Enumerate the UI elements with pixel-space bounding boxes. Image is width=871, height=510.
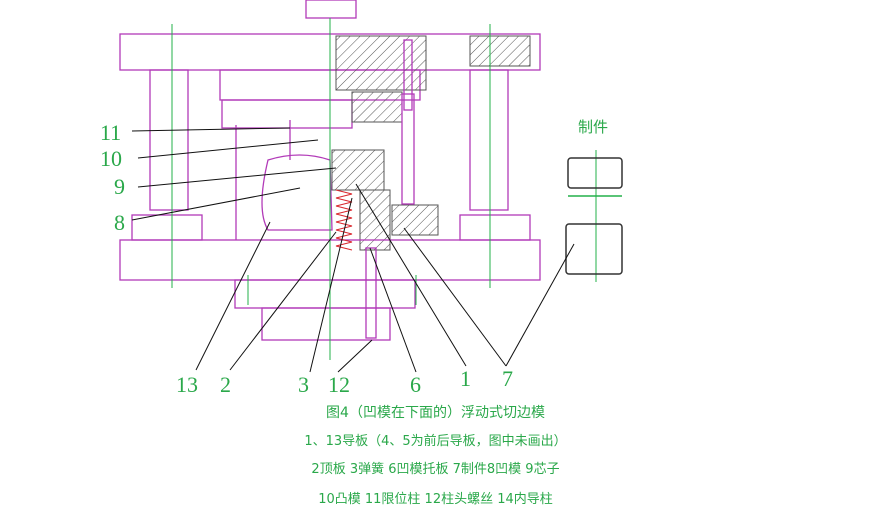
label-9: 9 (114, 174, 125, 199)
punch-outline (261, 154, 333, 231)
hatch-upper-block (335, 35, 427, 91)
right-guide-bushing (459, 214, 531, 241)
column-screw (365, 247, 377, 339)
label-8: 8 (114, 210, 125, 235)
legend-line-3: 10凸模 11限位柱 12柱头螺丝 14内导柱 (318, 492, 553, 507)
upper-screw (403, 39, 413, 111)
bottom-block (261, 307, 391, 341)
part-top-view (567, 157, 623, 189)
lower-block (234, 279, 416, 309)
spring (335, 189, 353, 251)
inner-guide-post (401, 93, 415, 205)
figure-title: 图4（凹模在下面的）浮动式切边模 (326, 405, 545, 421)
stripper-block (221, 99, 353, 129)
hatched-sections (331, 35, 531, 251)
legend-line-1: 1、13导板（4、5为前后导板，图中未画出） (304, 434, 567, 449)
left-guide-post (149, 69, 189, 211)
label-11: 11 (100, 120, 121, 145)
legend-line-2: 2顶板 3弹簧 6凹模托板 7制件8凹模 9芯子 (311, 462, 560, 477)
label-part: 制件 (578, 118, 608, 136)
right-guide-post (469, 69, 509, 211)
center-lines (171, 18, 597, 360)
label-6: 6 (410, 372, 421, 397)
label-12: 12 (328, 372, 350, 397)
part-sketches (565, 157, 623, 275)
shank (305, 0, 357, 19)
hatch-upper-right (469, 35, 531, 67)
label-2: 2 (220, 372, 231, 397)
label-13: 13 (176, 372, 198, 397)
hatch-mid-block (351, 91, 403, 123)
left-guide-bushing (131, 214, 203, 241)
number-labels: 11 10 9 8 13 2 3 12 6 1 7 (100, 120, 513, 397)
label-3: 3 (298, 372, 309, 397)
hatch-core (331, 149, 385, 191)
hatch-die-support (391, 204, 439, 236)
label-7: 7 (502, 366, 513, 391)
label-1: 1 (460, 366, 471, 391)
label-10: 10 (100, 146, 122, 171)
part-bottom-view (565, 223, 623, 275)
leader-lines (131, 127, 575, 373)
